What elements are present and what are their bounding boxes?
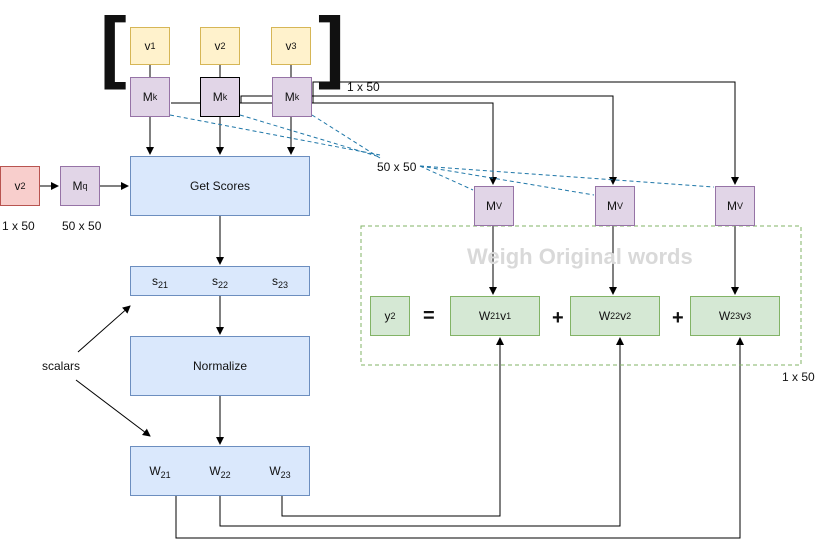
mq-base: M xyxy=(72,179,83,193)
weight-w22: W22 xyxy=(209,464,231,480)
weights-row xyxy=(130,446,310,496)
weight-w23: W23 xyxy=(269,464,291,480)
arrow-mk2-mv2 xyxy=(240,95,617,185)
arrow-w23-term3 xyxy=(175,337,744,539)
plus-sign-1: + xyxy=(552,307,564,329)
scalars-label: scalars xyxy=(42,359,81,373)
normalize-block: Normalize xyxy=(130,336,310,396)
score-s21: s21 xyxy=(151,274,168,290)
s22-base: s xyxy=(211,274,218,288)
scores-values: s21 s22 s23 xyxy=(130,266,310,296)
w21-sub: 21 xyxy=(160,470,171,480)
w23-sub: 23 xyxy=(280,470,291,480)
plus-sign-2: + xyxy=(672,307,684,329)
weigh-title: Weigh Original words xyxy=(467,244,693,269)
v3-base: v xyxy=(285,39,292,53)
v2-base: v xyxy=(214,39,221,53)
arrow-scalars-s xyxy=(77,305,131,353)
query-base: v xyxy=(14,179,21,193)
w22-sub: 22 xyxy=(220,470,231,480)
hint-mv3 xyxy=(419,165,715,188)
scores-row xyxy=(130,266,310,296)
arrow-mk3-mv3 xyxy=(312,81,739,185)
w21-base: W xyxy=(149,464,161,478)
top-dim-label: 1 x 50 xyxy=(347,80,380,94)
hint-mk3 xyxy=(311,114,381,159)
mq-dim-label: 50 x 50 xyxy=(62,219,102,233)
term1-w: W xyxy=(478,309,491,323)
w22-base: W xyxy=(209,464,221,478)
equals-sign: = xyxy=(423,305,435,327)
term2-v: v xyxy=(620,309,627,323)
arrow-scalars-w xyxy=(75,379,151,437)
w23-base: W xyxy=(269,464,281,478)
mk2-base: M xyxy=(212,90,223,104)
arrow-w22-term1 xyxy=(281,337,504,517)
hint-mv1 xyxy=(419,165,474,191)
get-scores-block: Get Scores xyxy=(130,156,310,216)
mv3-base: M xyxy=(726,199,737,213)
s21-base: s xyxy=(151,274,158,288)
query-dim-label: 1 x 50 xyxy=(2,219,35,233)
weigh-container xyxy=(360,225,802,366)
s23-sub: 23 xyxy=(277,280,288,290)
open-bracket: [ xyxy=(100,1,127,90)
score-s22: s22 xyxy=(211,274,228,290)
weights-values: W21 W22 W23 xyxy=(130,446,310,496)
weight-w21: W21 xyxy=(149,464,171,480)
term2-w: W xyxy=(598,309,611,323)
output-dim-label: 1 x 50 xyxy=(782,370,815,384)
mv1-base: M xyxy=(485,199,496,213)
arrow-w21-term2 xyxy=(219,337,624,527)
hint-mk1 xyxy=(169,114,381,156)
matrix-dim-label: 50 x 50 xyxy=(377,160,417,174)
mv2-base: M xyxy=(606,199,617,213)
score-s23: s23 xyxy=(271,274,288,290)
y2-base: y xyxy=(384,309,391,323)
term1-v: v xyxy=(500,309,507,323)
hint-mk2 xyxy=(239,114,381,158)
s22-sub: 22 xyxy=(217,280,228,290)
s21-sub: 21 xyxy=(157,280,168,290)
mk3-base: M xyxy=(284,90,295,104)
close-bracket: ] xyxy=(318,1,345,90)
term3-v: v xyxy=(740,309,747,323)
v1-base: v xyxy=(144,39,151,53)
s23-base: s xyxy=(271,274,278,288)
hint-mv2 xyxy=(419,165,595,196)
term3-w: W xyxy=(718,309,731,323)
mk1-base: M xyxy=(142,90,153,104)
